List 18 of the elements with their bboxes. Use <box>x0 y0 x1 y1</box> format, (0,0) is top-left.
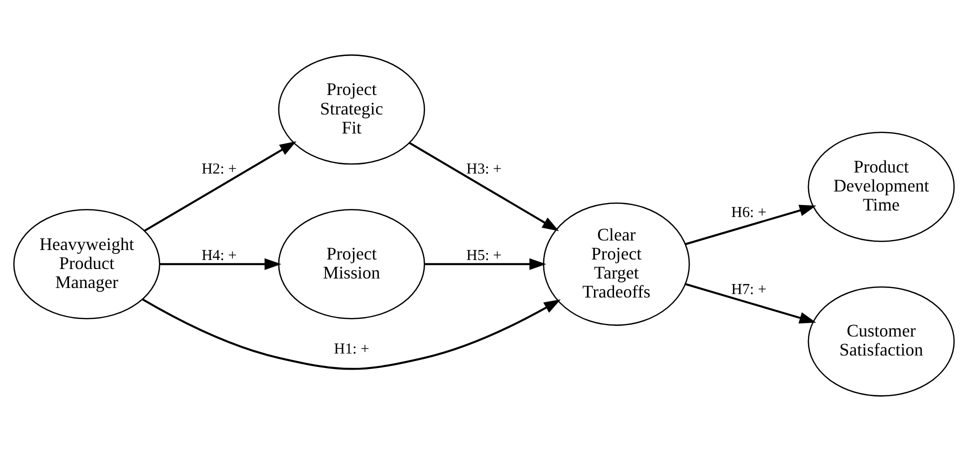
arrow <box>685 204 816 246</box>
edge-label: H3: + <box>466 160 502 178</box>
edge-label: H2: + <box>202 160 237 178</box>
arrow <box>160 258 282 270</box>
arrow <box>424 258 546 270</box>
edge-label: H4: + <box>202 246 237 264</box>
arrow <box>685 283 816 324</box>
arrow <box>142 298 561 370</box>
node-ellipse: Customer Satisfaction <box>808 286 955 397</box>
edge-label: H1: + <box>334 340 370 358</box>
node-ellipse: Project Mission <box>278 209 426 320</box>
edge-label: H7: + <box>731 281 766 298</box>
edge-label: H6: + <box>731 204 766 221</box>
node-ellipse: Product Development Time <box>808 132 955 242</box>
arrow <box>144 141 296 232</box>
edge-label: H5: + <box>466 246 502 264</box>
node-ellipse: Heavyweight Product Manager <box>13 209 160 320</box>
arrow <box>408 142 560 232</box>
